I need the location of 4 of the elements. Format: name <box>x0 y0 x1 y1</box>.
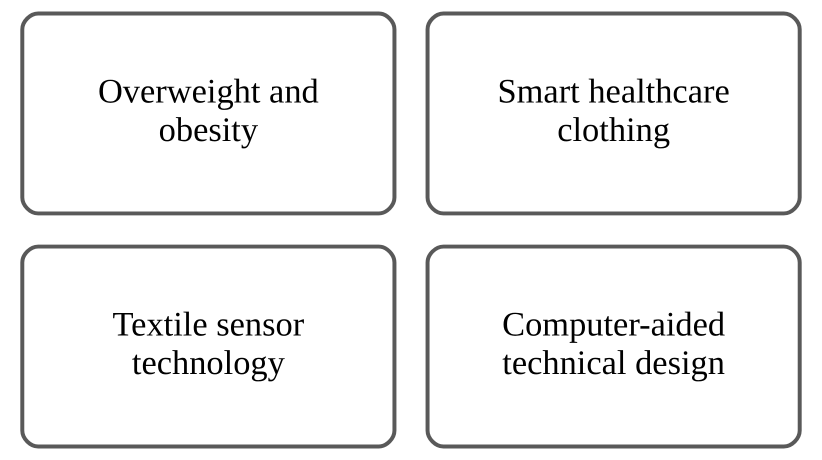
node-box: Overweight and obesity <box>20 11 396 216</box>
node-box: Computer-aided technical design <box>426 244 802 449</box>
node-box: Smart healthcare clothing <box>426 11 802 216</box>
node-box: Textile sensor technology <box>20 244 396 449</box>
